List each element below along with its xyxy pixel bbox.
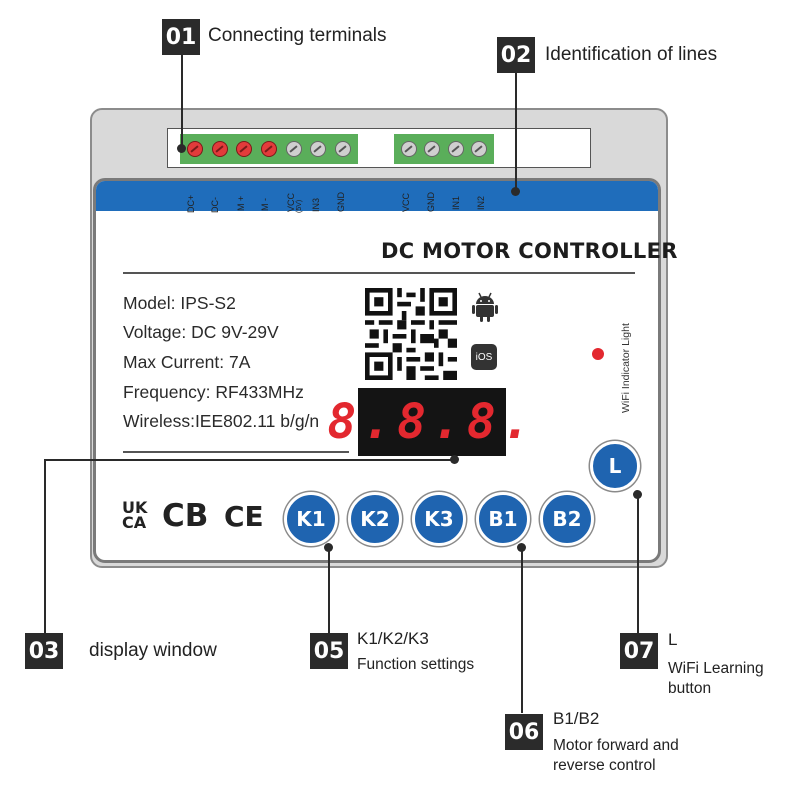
label-m-plus: M +	[236, 195, 246, 211]
callout-05-line	[328, 547, 330, 634]
spec-frequency: Frequency: RF433MHz	[123, 382, 304, 402]
terminal-block-left	[180, 134, 358, 164]
callout-03-line-v	[44, 459, 46, 634]
callout-02-line	[515, 73, 517, 191]
callout-05-title: K1/K2/K3	[357, 629, 429, 648]
ios-icon: iOS	[471, 344, 497, 370]
label-gnd-left: GND	[336, 192, 346, 212]
label-vcc-right: VCC	[401, 192, 411, 212]
title-divider	[123, 272, 635, 274]
callout-07-sub2: button	[668, 680, 712, 697]
callout-06-line	[521, 547, 523, 713]
k2-button[interactable]: K2	[348, 492, 402, 546]
callout-01-badge: 01	[162, 19, 200, 55]
ukca-top: UK	[122, 498, 148, 517]
label-vcc-left: VCC	[286, 192, 296, 212]
callout-03-label: display window	[89, 640, 217, 661]
callout-06-sub1: Motor forward and	[553, 737, 679, 754]
wifi-learning-button[interactable]: L	[590, 441, 640, 491]
label-in2: IN2	[476, 195, 486, 210]
android-icon	[472, 292, 498, 322]
callout-05-sub: Function settings	[357, 656, 475, 673]
screw-dc-plus	[187, 141, 204, 157]
label-gnd-right: GND	[426, 192, 436, 212]
screw-gnd-2	[424, 141, 441, 157]
screw-vcc	[285, 141, 302, 157]
b1-button[interactable]: B1	[476, 492, 530, 546]
callout-07-sub1: WiFi Learning	[668, 660, 764, 677]
qr-code-icon	[365, 288, 457, 380]
spec-voltage: Voltage: DC 9V-29V	[123, 322, 279, 342]
callout-03-dot	[450, 455, 459, 464]
callout-03-line-h	[44, 459, 454, 461]
spec-model: Model: IPS-S2	[123, 293, 236, 313]
screw-in3	[310, 141, 327, 157]
label-in3: IN3	[311, 197, 321, 212]
callout-05-badge: 05	[310, 633, 348, 669]
callout-07-title: L	[668, 630, 678, 649]
screw-m-plus	[236, 141, 253, 157]
screw-in1	[447, 141, 464, 157]
callout-02-badge: 02	[497, 37, 535, 73]
screw-m-minus	[260, 141, 277, 157]
ios-label: iOS	[475, 351, 493, 363]
callout-01-dot	[177, 144, 186, 153]
cb-mark: CB	[162, 498, 209, 534]
spec-divider	[123, 451, 349, 453]
screw-vcc-2	[400, 141, 417, 157]
label-dc-minus: DC-	[210, 197, 220, 213]
callout-03-badge: 03	[25, 633, 63, 669]
device-title: DC MOTOR CONTROLLER	[381, 239, 678, 263]
spec-wireless: Wireless:IEE802.11 b/g/n	[123, 411, 320, 431]
b2-button[interactable]: B2	[540, 492, 594, 546]
ukca-mark: UK CA	[122, 498, 148, 532]
callout-02-label: Identification of lines	[545, 44, 718, 65]
led-display-window: 8.8.8.	[327, 388, 531, 456]
callout-01-line	[181, 54, 183, 148]
terminal-block-right	[394, 134, 494, 164]
callout-02-dot	[511, 187, 520, 196]
display-digits: 8.8.8.	[327, 394, 537, 450]
callout-07-line	[637, 494, 639, 634]
ce-mark: CE	[224, 500, 264, 533]
label-vcc-note: (5V)	[296, 199, 303, 213]
callout-06-sub2: reverse control	[553, 757, 656, 774]
spec-current: Max Current: 7A	[123, 352, 251, 372]
line-identification-band	[96, 181, 658, 211]
callout-06-badge: 06	[505, 714, 543, 750]
callout-07-badge: 07	[620, 633, 658, 669]
callout-06-title: B1/B2	[553, 709, 600, 728]
ukca-bottom: CA	[122, 513, 147, 532]
screw-dc-minus	[211, 141, 228, 157]
screw-in2	[471, 141, 488, 157]
wifi-indicator-label: WiFi Indicator Light	[620, 323, 632, 413]
label-m-minus: M -	[260, 198, 270, 211]
k3-button[interactable]: K3	[412, 492, 466, 546]
label-in1: IN1	[451, 195, 461, 210]
k1-button[interactable]: K1	[284, 492, 338, 546]
wifi-indicator-light	[592, 348, 604, 360]
callout-01-label: Connecting terminals	[208, 25, 387, 46]
screw-gnd	[334, 141, 351, 157]
label-dc-plus: DC+	[186, 194, 196, 213]
